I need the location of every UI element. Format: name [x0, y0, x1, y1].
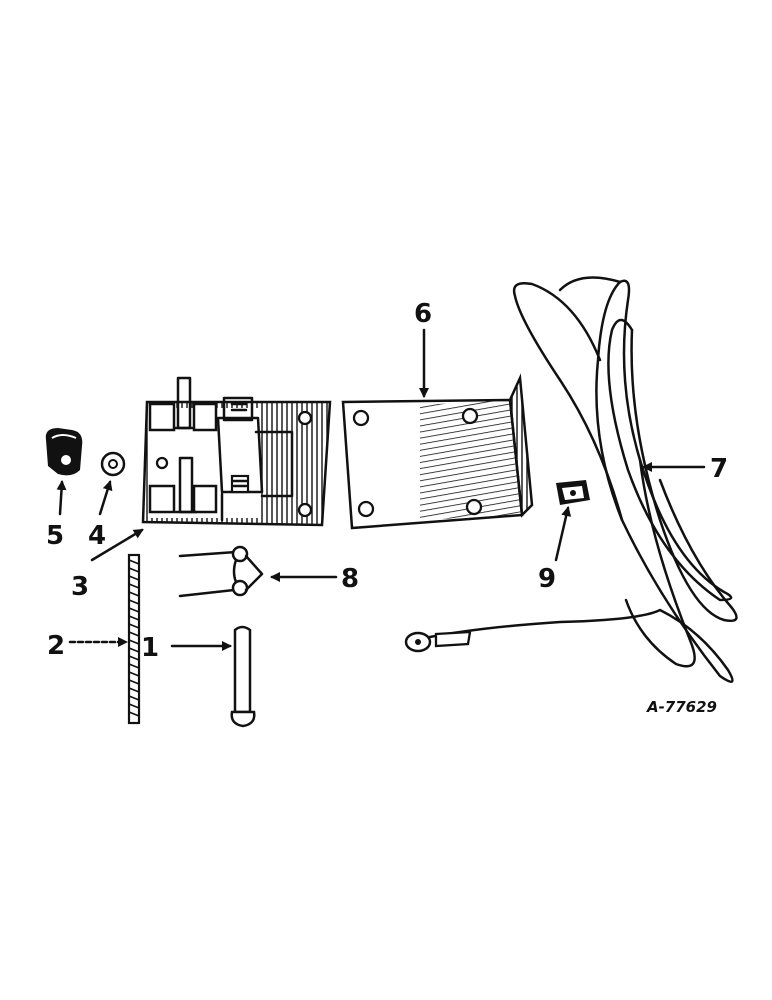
leader-4: [98, 480, 113, 516]
callout-1: 1: [141, 633, 159, 663]
spring-part-8: [178, 545, 264, 598]
callout-3: 3: [71, 572, 89, 602]
leader-5: [56, 480, 67, 516]
callouts: 1 2 3 4 5 6 7 8 9 A-77629: [46, 299, 728, 716]
callout-8: 8: [341, 564, 359, 594]
threaded-rod-part-2: [127, 553, 141, 725]
callout-6: 6: [414, 299, 432, 329]
clamp-part-5: [45, 428, 83, 476]
angle-bracket-part-6: [341, 373, 534, 530]
callout-2: 2: [47, 631, 65, 661]
clip-nut-part-9: [556, 480, 590, 505]
callout-7: 7: [710, 454, 728, 484]
pin-part-1: [230, 625, 256, 728]
figure-id: A-77629: [646, 698, 717, 716]
wire-part-7: [404, 276, 738, 683]
washer-part-4: [100, 451, 126, 477]
callout-9: 9: [538, 564, 556, 594]
leader-3: [90, 528, 144, 562]
mounting-plate-part-3: [141, 376, 332, 527]
leader-9: [554, 506, 572, 562]
callout-4: 4: [88, 521, 106, 551]
callout-5: 5: [46, 521, 64, 551]
leader-lines: [56, 328, 706, 651]
